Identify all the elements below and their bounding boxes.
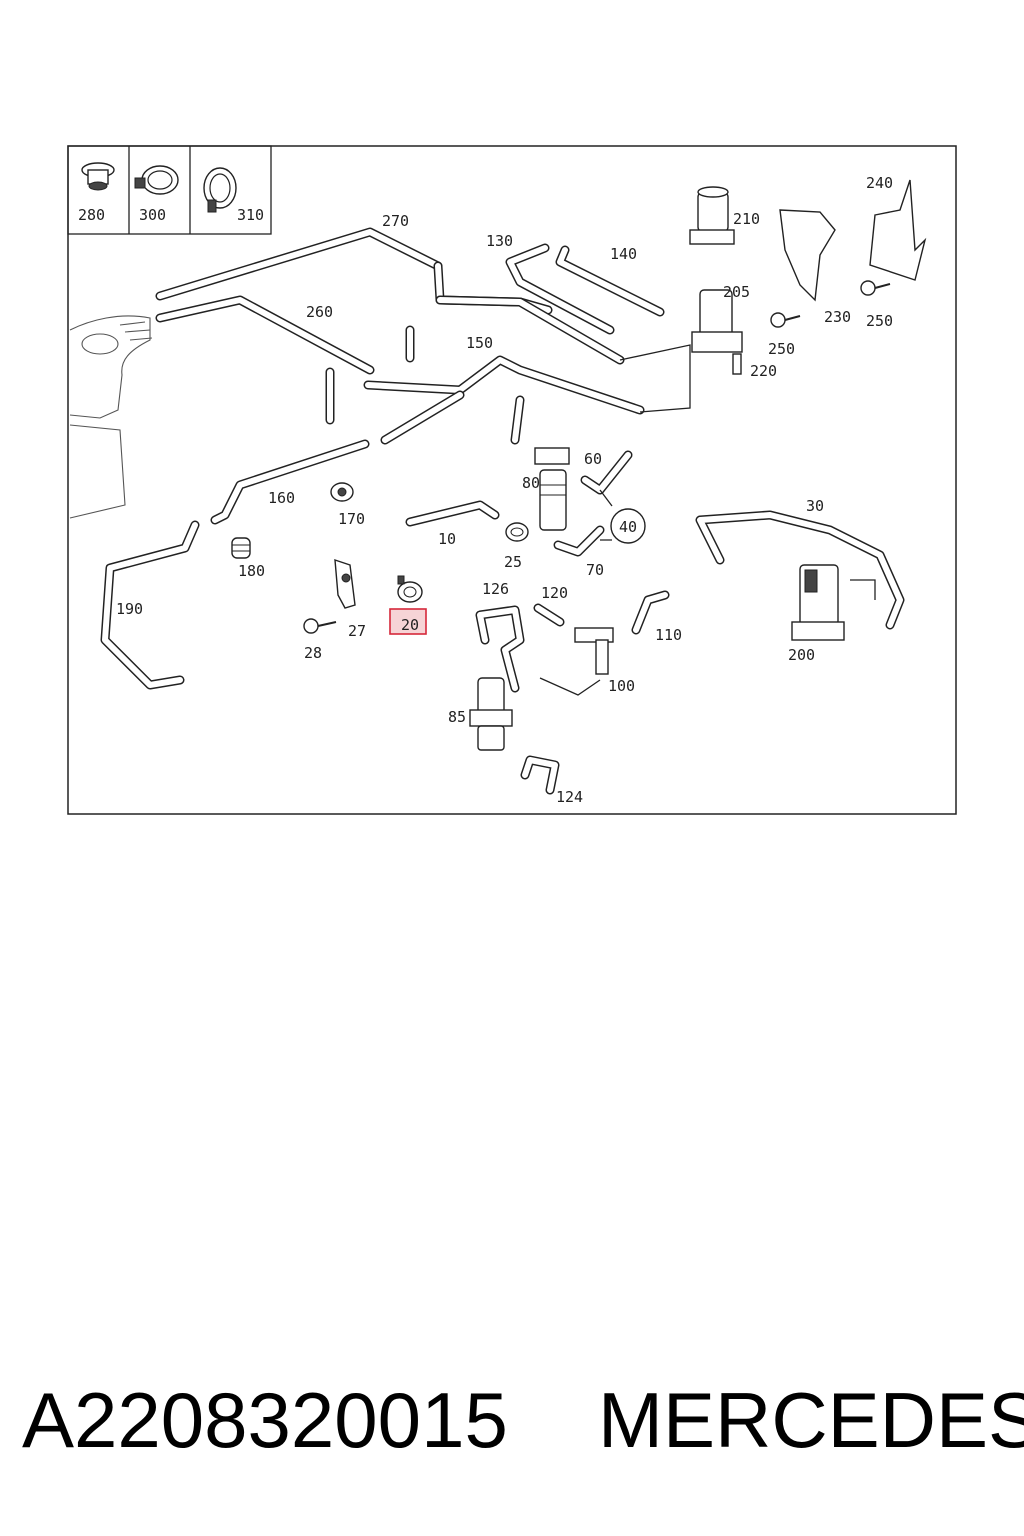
tee-100-icon xyxy=(574,627,614,675)
leader-100 xyxy=(539,677,601,696)
label-80: 80 xyxy=(522,474,540,492)
bolt-250a-icon xyxy=(770,312,801,328)
label-210: 210 xyxy=(733,210,760,228)
valve-205-icon xyxy=(691,289,743,353)
label-110: 110 xyxy=(655,626,682,644)
bracket-27-icon xyxy=(334,558,356,609)
bracket-line-150 xyxy=(619,344,691,413)
callout-labels: 280 300 310 270 130 140 210 240 205 260 … xyxy=(78,174,893,806)
pump-210-icon xyxy=(689,186,735,245)
inset-parts-box xyxy=(67,145,272,235)
label-126: 126 xyxy=(482,580,509,598)
bracket-240-icon xyxy=(869,179,927,281)
label-205: 205 xyxy=(723,283,750,301)
filter-80-icon xyxy=(534,447,570,531)
label-200: 200 xyxy=(788,646,815,664)
clamp-310-icon xyxy=(203,167,237,213)
grommet-280-icon xyxy=(81,162,115,191)
label-124: 124 xyxy=(556,788,583,806)
pump-85-icon xyxy=(469,677,513,751)
label-10: 10 xyxy=(438,530,456,548)
clamp-25-icon xyxy=(505,522,529,542)
pipe-160 xyxy=(210,439,370,525)
diagram-frame xyxy=(67,145,957,815)
label-170: 170 xyxy=(338,510,365,528)
label-280: 280 xyxy=(78,206,105,224)
hose-130 xyxy=(505,243,665,335)
label-190: 190 xyxy=(116,600,143,618)
label-25: 25 xyxy=(504,553,522,571)
highlight-box-20 xyxy=(389,608,427,635)
label-270: 270 xyxy=(382,212,409,230)
part-number-text: A2208320015 xyxy=(22,1376,508,1464)
hose-70 xyxy=(553,525,605,557)
pipe-260 xyxy=(155,295,375,375)
footer: A2208320015 MERCEDES xyxy=(0,1370,1024,1470)
label-30: 30 xyxy=(806,497,824,515)
bracket-230-icon xyxy=(779,209,836,302)
label-100: 100 xyxy=(608,677,635,695)
bolt-250b-icon xyxy=(860,280,891,296)
grommet-170-icon xyxy=(330,482,354,502)
valve-200-icon xyxy=(791,564,845,641)
label-230: 230 xyxy=(824,308,851,326)
screw-220-icon xyxy=(732,353,742,375)
label-260: 260 xyxy=(306,303,333,321)
label-140: 140 xyxy=(610,245,637,263)
part-20-icon xyxy=(397,575,423,603)
engine-outline xyxy=(69,315,153,519)
hose-110 xyxy=(631,590,670,635)
clamp-300-icon xyxy=(134,165,179,195)
label-85: 85 xyxy=(448,708,466,726)
label-150: 150 xyxy=(466,334,493,352)
label-130: 130 xyxy=(486,232,513,250)
hose-126 xyxy=(475,605,525,693)
leader-40 xyxy=(599,489,613,541)
label-40: 40 xyxy=(619,518,637,536)
label-60: 60 xyxy=(584,450,602,468)
callout-circle-40 xyxy=(610,508,646,544)
hose-150 xyxy=(325,295,645,445)
bracket-line-200 xyxy=(850,579,876,600)
label-28: 28 xyxy=(304,644,322,662)
label-120: 120 xyxy=(541,584,568,602)
label-220: 220 xyxy=(750,362,777,380)
pipe-190 xyxy=(100,520,200,690)
hose-124 xyxy=(520,755,560,795)
label-20: 20 xyxy=(401,616,419,634)
label-250b: 250 xyxy=(866,312,893,330)
hose-30 xyxy=(695,510,905,630)
label-310: 310 xyxy=(237,206,264,224)
label-160: 160 xyxy=(268,489,295,507)
label-27: 27 xyxy=(348,622,366,640)
label-70: 70 xyxy=(586,561,604,579)
hose-120 xyxy=(533,603,565,627)
hose-10 xyxy=(405,500,500,527)
label-300: 300 xyxy=(139,206,166,224)
brand-text: MERCEDES xyxy=(598,1376,1024,1464)
label-240: 240 xyxy=(866,174,893,192)
label-180: 180 xyxy=(238,562,265,580)
label-250a: 250 xyxy=(768,340,795,358)
grommet-180-icon xyxy=(231,537,251,559)
screw-28-icon xyxy=(303,618,337,634)
